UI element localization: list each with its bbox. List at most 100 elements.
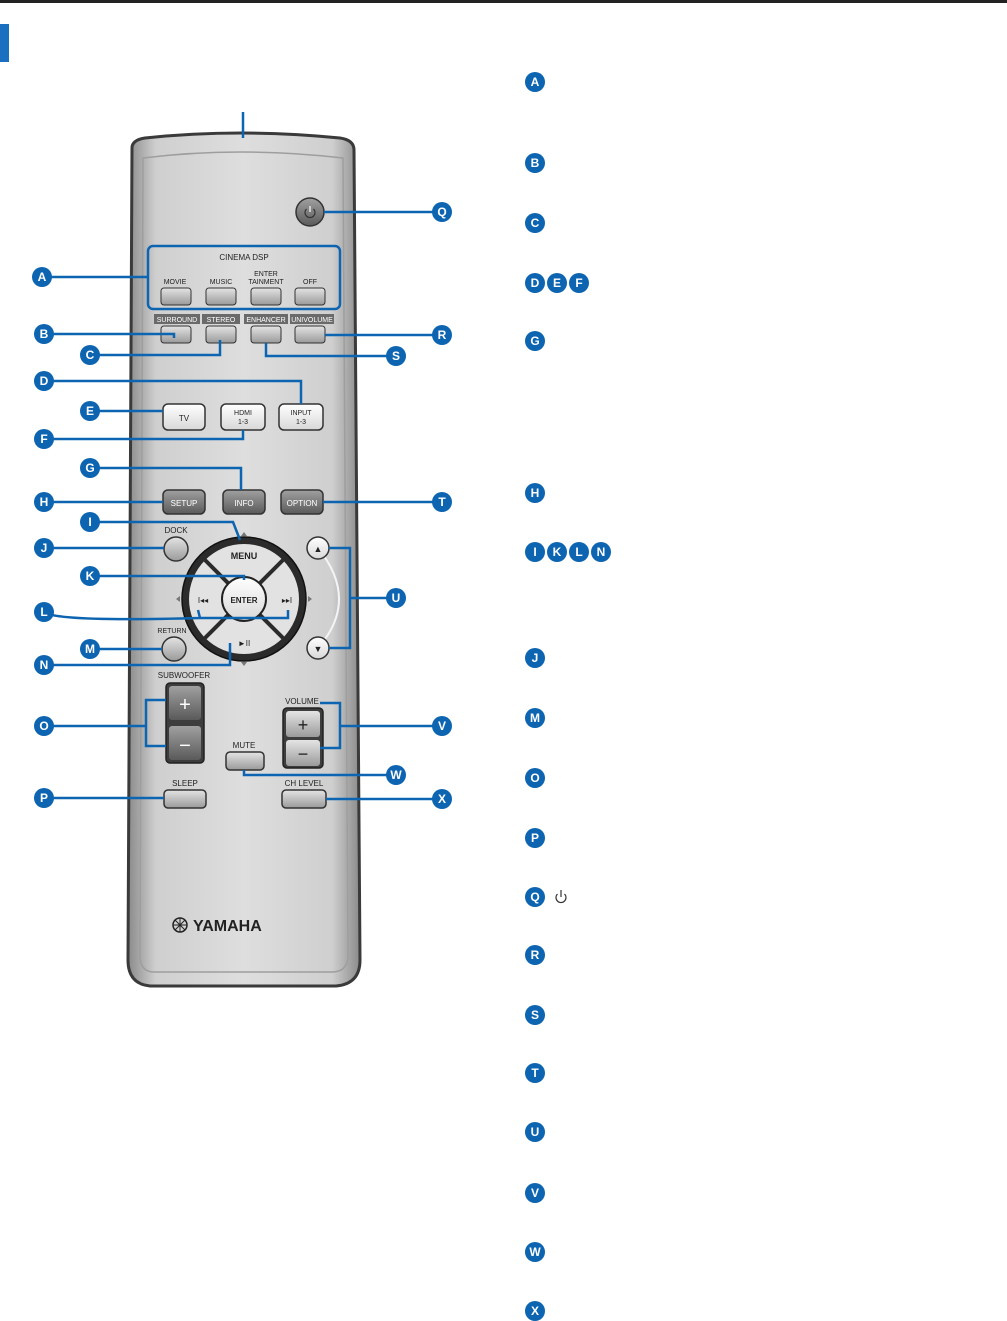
legend-badge [525, 542, 545, 562]
legend-badge-letter: E [553, 276, 561, 290]
dock-button[interactable] [163, 536, 189, 562]
play-pause-label[interactable]: ►II [238, 639, 250, 648]
return-button[interactable] [161, 636, 187, 662]
enhancer-label-bg [244, 314, 288, 324]
input-button[interactable] [278, 403, 324, 431]
svg-text:U: U [392, 591, 401, 605]
stereo-label: STEREO [207, 317, 236, 324]
svg-text:B: B [40, 327, 49, 341]
legend-badge-letter: T [531, 1066, 539, 1080]
callout-badge-q: Q [432, 202, 452, 222]
legend-badge [525, 887, 545, 907]
svg-text:K: K [86, 569, 95, 583]
callout-badge-d: D [34, 371, 54, 391]
return-label: RETURN [157, 628, 186, 635]
legend-row: H [525, 483, 545, 503]
legend-row: P [525, 828, 545, 848]
callout-badge-v: V [432, 716, 452, 736]
subwoofer-minus-button[interactable] [169, 726, 201, 760]
legend-badge-letter: L [575, 545, 582, 559]
legend-badge [569, 542, 589, 562]
legend-badge-letter: U [531, 1125, 540, 1139]
subwoofer-plus-button[interactable] [169, 686, 201, 720]
legend-badge [525, 828, 545, 848]
nav-left-arrow [176, 596, 180, 602]
legend-badge-letter: W [529, 1245, 541, 1259]
svg-text:S: S [392, 349, 400, 363]
legend-badge-letter: J [532, 651, 539, 665]
input-label-1: INPUT [291, 410, 313, 417]
legend-badge [525, 1005, 545, 1025]
legend-badge [525, 273, 545, 293]
svg-text:R: R [438, 328, 447, 342]
legend-badge-letter: V [531, 1186, 539, 1200]
movie-button[interactable] [160, 287, 192, 306]
enhancer-button[interactable] [250, 325, 282, 344]
legend-badge-letter: Q [530, 890, 539, 904]
legend-badge [525, 483, 545, 503]
tv-button[interactable] [162, 403, 206, 431]
legend-badge [591, 542, 611, 562]
mute-button[interactable] [225, 751, 265, 771]
ch-level-button[interactable] [281, 789, 327, 809]
legend-badge-letter: N [597, 545, 606, 559]
legend-row: C [525, 213, 545, 233]
legend-row: S [525, 1005, 545, 1025]
legend-badge [525, 648, 545, 668]
menu-label[interactable]: MENU [231, 551, 258, 561]
svg-text:D: D [40, 374, 49, 388]
section-marker [0, 24, 9, 62]
volume-plus-button[interactable] [286, 711, 320, 737]
next-label[interactable]: ▸▸I [282, 596, 292, 605]
hdmi-label-1: HDMI [234, 410, 252, 417]
volume-minus-label: − [298, 744, 309, 764]
preset-down-label: ▼ [314, 644, 323, 654]
input-label-2: 1-3 [296, 419, 306, 426]
nav-right-arrow [308, 596, 312, 602]
callout-badge-s: S [386, 346, 406, 366]
off-label: OFF [303, 279, 317, 286]
svg-text:O: O [39, 719, 48, 733]
callout-badge-o: O [34, 716, 54, 736]
cinema-dsp-label: CINEMA DSP [219, 253, 268, 262]
prev-label[interactable]: I◂◂ [198, 596, 208, 605]
volume-minus-button[interactable] [286, 740, 320, 766]
legend-row: M [525, 708, 545, 728]
music-button[interactable] [205, 287, 237, 306]
hdmi-button[interactable] [220, 403, 266, 431]
ch-level-label: CH LEVEL [285, 779, 324, 788]
svg-text:E: E [86, 404, 94, 418]
callout-badge-k: K [80, 566, 100, 586]
legend-row: W [525, 1242, 545, 1262]
volume-label: VOLUME [285, 697, 319, 706]
entertainment-button[interactable] [250, 287, 282, 306]
univolume-button[interactable] [294, 325, 326, 344]
legend-badge [525, 1183, 545, 1203]
movie-label: MOVIE [164, 279, 187, 286]
svg-text:J: J [41, 541, 48, 555]
legend-badge [547, 273, 567, 293]
svg-text:N: N [40, 658, 49, 672]
callout-badge-x: X [432, 789, 452, 809]
svg-text:Q: Q [437, 205, 446, 219]
off-button[interactable] [294, 287, 326, 306]
yamaha-logo: YAMAHA [172, 917, 262, 935]
legend-badge-letter: C [531, 216, 540, 230]
preset-arc [317, 547, 340, 649]
dock-label: DOCK [164, 526, 188, 535]
sleep-button[interactable] [163, 789, 207, 809]
callout-badge-u: U [386, 588, 406, 608]
power-icon [555, 890, 567, 904]
callout-badge-p: P [34, 788, 54, 808]
svg-text:F: F [40, 432, 47, 446]
legend-badge-letter: P [531, 831, 539, 845]
legend-badge [525, 213, 545, 233]
stereo-label-bg [202, 314, 240, 324]
legend-row: A [525, 72, 545, 92]
legend-badge [525, 331, 545, 351]
svg-text:I: I [88, 515, 91, 529]
info-button[interactable] [222, 489, 266, 515]
